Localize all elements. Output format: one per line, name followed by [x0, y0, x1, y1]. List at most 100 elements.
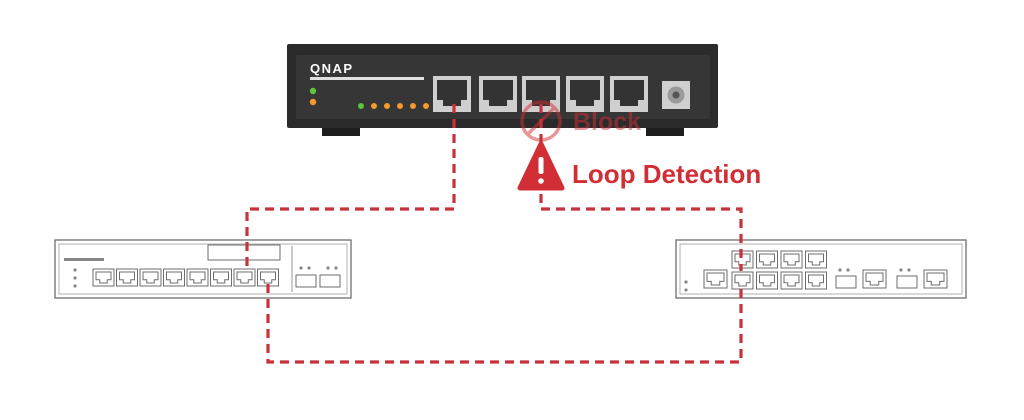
loop-detection-label: Loop Detection: [572, 159, 761, 189]
port-led: [410, 103, 416, 109]
port-socket: [119, 271, 135, 284]
qnap-switch: QNAP: [287, 44, 718, 136]
rj45-port: [116, 268, 138, 287]
rj45-port: [780, 250, 803, 269]
port-frame: [862, 269, 887, 289]
warning-mark: [538, 157, 544, 174]
rj45-port: [92, 268, 115, 287]
port-socket: [260, 271, 276, 284]
port-socket: [783, 253, 800, 266]
port-socket: [437, 80, 467, 106]
right-switch-ports: [703, 250, 948, 290]
left-switch-led: [73, 276, 77, 280]
rj45-port: [566, 76, 604, 112]
rj45-port: [805, 250, 827, 269]
port-frame: [703, 269, 728, 289]
left-switch-ports: [92, 268, 279, 287]
sfp-port: [319, 274, 341, 288]
port-socket: [808, 274, 824, 287]
port-frame: [756, 250, 778, 269]
left-switch-sfp-ports: [295, 266, 341, 288]
rj45-port: [233, 268, 256, 287]
prohibited-icon: [520, 100, 562, 142]
port-socket: [734, 274, 751, 287]
sfp-led: [838, 268, 842, 272]
port-led: [397, 103, 403, 109]
sfp-led: [899, 268, 903, 272]
port-frame: [210, 268, 232, 287]
port-frame: [780, 250, 803, 269]
port-led: [423, 103, 429, 109]
rj45-port: [923, 269, 948, 289]
sfp-led: [299, 266, 303, 270]
port-socket: [706, 272, 725, 286]
port-frame: [116, 268, 138, 287]
right-switch: [675, 239, 967, 299]
rj45-port: [805, 271, 827, 290]
loop-detection-alert: Loop Detection: [517, 141, 761, 191]
prohibited-slash: [525, 105, 557, 137]
left-switch-label-plate: [207, 244, 281, 261]
right-switch-face: [679, 243, 963, 295]
port-frame: [805, 250, 827, 269]
port-socket: [926, 272, 945, 286]
port-socket: [213, 271, 229, 284]
port-socket: [236, 271, 253, 284]
right-switch-led: [684, 288, 688, 292]
rj45-port: [479, 76, 517, 112]
block-indicator: Block: [520, 100, 641, 142]
sfp-led: [334, 266, 338, 270]
port-frame: [186, 268, 209, 287]
port-socket: [808, 253, 824, 266]
rj45-port: [862, 269, 887, 289]
left-switch-led: [73, 284, 77, 288]
port-frame: [923, 269, 948, 289]
rj45-port: [780, 271, 803, 290]
dc-power-jack: [662, 81, 690, 109]
prohibited-circle: [520, 100, 562, 142]
port-socket: [142, 271, 159, 284]
sfp-port: [835, 275, 857, 289]
brand-underline: [310, 77, 424, 80]
port-socket: [865, 272, 884, 286]
rj45-port: [257, 268, 279, 287]
port-frame: [92, 268, 115, 287]
cable-left-to-right: [266, 284, 743, 364]
rj45-port: [756, 250, 778, 269]
sfp-port: [896, 275, 918, 289]
sfp-led: [307, 266, 311, 270]
port-frame: [780, 271, 803, 290]
left-switch: [54, 239, 352, 299]
warning-dot: [538, 178, 544, 184]
left-switch-face: [58, 243, 348, 295]
warning-icon: [517, 141, 565, 191]
port-socket: [166, 271, 182, 284]
port-frame: [805, 271, 827, 290]
rj45-port: [186, 268, 209, 287]
status-led: [309, 98, 317, 106]
rj45-port: [163, 268, 185, 287]
port-frame: [233, 268, 256, 287]
brand-logo: QNAP: [310, 61, 354, 76]
sfp-led: [907, 268, 911, 272]
port-frame: [756, 271, 778, 290]
port-frame: [139, 268, 162, 287]
power-jack-pin: [672, 91, 680, 99]
port-socket: [483, 80, 513, 106]
sfp-led: [326, 266, 330, 270]
port-socket: [526, 80, 556, 106]
left-switch-led: [73, 268, 77, 272]
port-socket: [759, 253, 775, 266]
sfp-led: [846, 268, 850, 272]
port-led: [371, 103, 377, 109]
cables: [245, 104, 743, 364]
rj45-port: [756, 271, 778, 290]
port-socket: [95, 271, 112, 284]
sfp-port: [295, 274, 317, 288]
rj45-port: [433, 76, 471, 112]
port-socket: [759, 274, 775, 287]
port-frame: [163, 268, 185, 287]
cable-main-to-left: [245, 104, 456, 271]
